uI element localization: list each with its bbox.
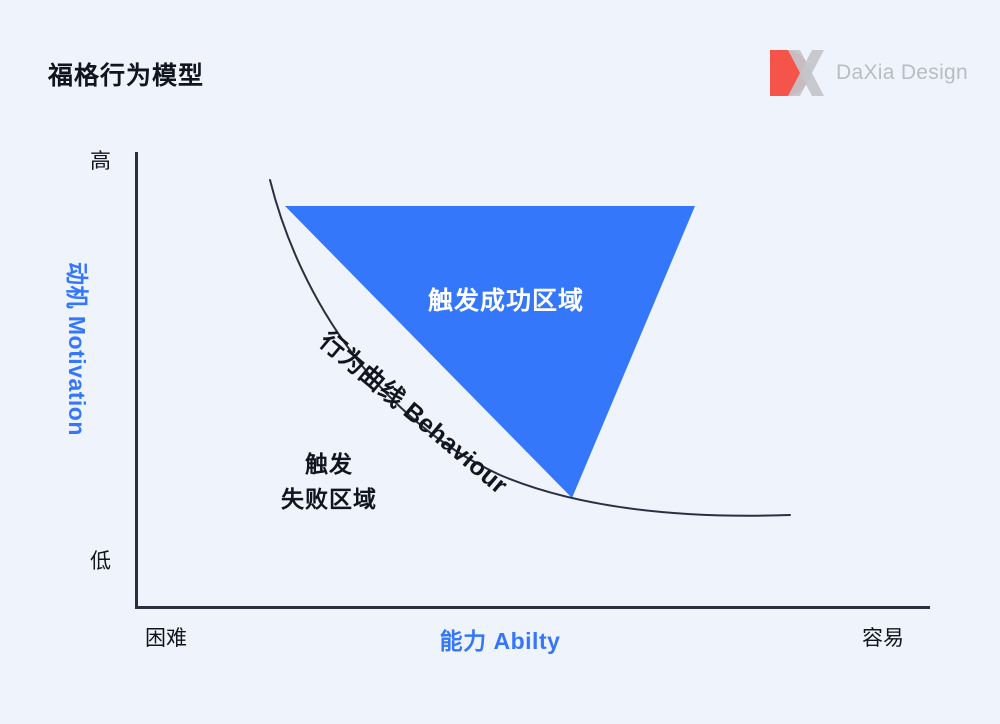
x-axis-label-easy: 容易 (862, 627, 904, 650)
y-axis-tick-high: 高 (90, 150, 111, 173)
brand-name: DaXia Design (836, 61, 968, 84)
daxia-dx-logo-icon (768, 48, 826, 98)
y-axis-line (135, 152, 138, 609)
x-axis-label-difficult: 困难 (145, 627, 187, 650)
x-axis-line (135, 606, 930, 609)
page-title: 福格行为模型 (48, 62, 205, 90)
trigger-fail-label-line1: 触发 (305, 451, 353, 477)
y-axis-title: 动机 Motivation (64, 262, 90, 436)
y-axis-tick-low: 低 (90, 550, 111, 573)
brand-logo: DaXia Design (768, 48, 968, 98)
trigger-success-region (285, 206, 695, 498)
trigger-success-label: 触发成功区域 (428, 287, 585, 315)
x-axis-title: 能力 Abilty (439, 628, 561, 654)
behaviour-curve (269, 179, 791, 517)
trigger-fail-label: 触发 失败区域 (281, 447, 377, 516)
trigger-fail-label-line2: 失败区域 (281, 485, 377, 512)
